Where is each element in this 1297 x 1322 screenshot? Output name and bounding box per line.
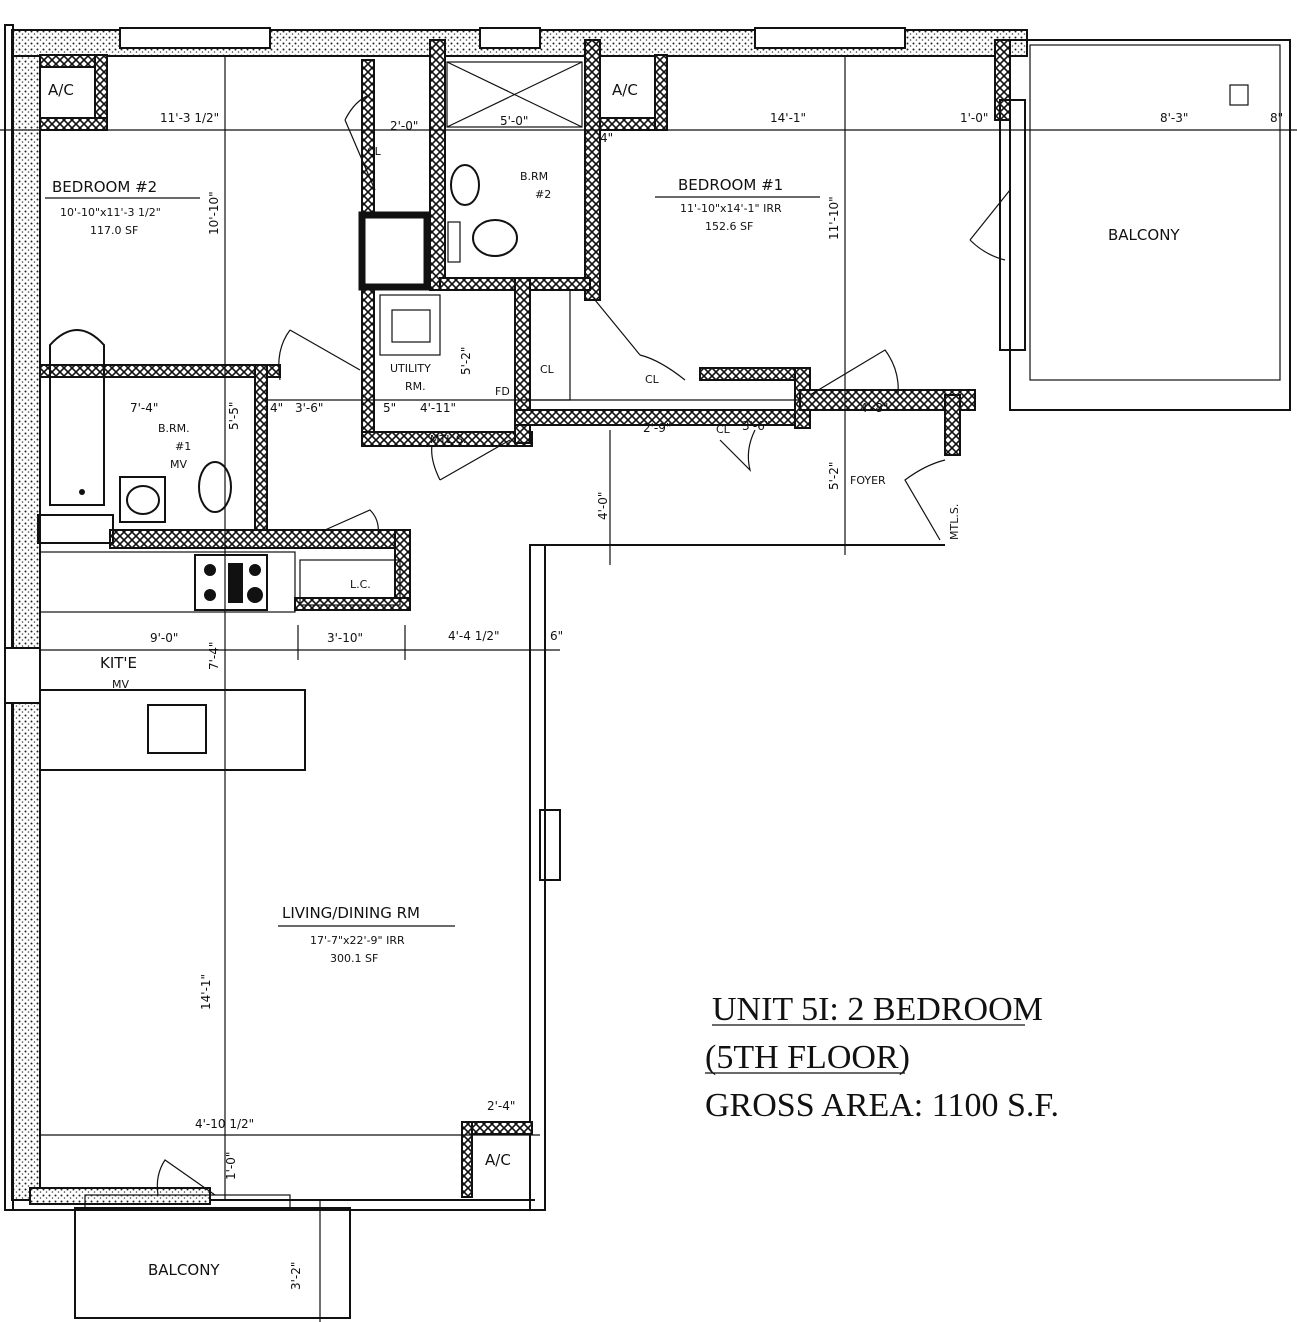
interior-walls [39, 39, 1011, 1198]
utility-sub: RM. [405, 380, 426, 393]
exterior-walls [4, 24, 1028, 1211]
foyer-label: FOYER [850, 474, 886, 487]
dimension: 5'-2" [827, 462, 841, 490]
balcony-bottom-label: BALCONY [148, 1261, 220, 1279]
dimension: 3'-10" [327, 631, 363, 645]
ac-label: A/C [612, 81, 638, 99]
room-living-dining: LIVING/DINING RM 17'-7"x22'-9" IRR 300.1… [278, 904, 455, 965]
ac-label: A/C [48, 81, 74, 99]
kitchen-sub: MV [112, 678, 129, 691]
dimension: 14'-1" [199, 974, 213, 1010]
dimension: 2'-0" [390, 119, 418, 133]
dimension-labels: 11'-3 1/2" 2'-0" 5'-0" 14'-1" 1'-0" 8'-3… [130, 111, 1283, 1290]
bathroom-2-fixtures [379, 61, 583, 401]
metal-shelf-label: MTL.S. [948, 504, 961, 540]
door-swings [156, 94, 1011, 1196]
balcony-bottom [74, 1194, 351, 1319]
dimension: 4" [270, 401, 283, 415]
room-bedroom-2: BEDROOM #2 10'-10"x11'-3 1/2" 117.0 SF [45, 178, 200, 237]
bath-2-number: #2 [535, 188, 551, 201]
room-name: BEDROOM #2 [52, 178, 157, 196]
dimension: 2'-9" [643, 421, 671, 435]
bath-2-label: B.RM [520, 170, 548, 183]
room-area: 300.1 SF [330, 952, 378, 965]
bath-1-label: B.RM. [158, 422, 190, 435]
bath-1-sub: MV [170, 458, 187, 471]
dimension: 3'-6" [742, 419, 770, 433]
caption-area: GROSS AREA: 1100 S.F. [705, 1087, 1059, 1124]
linen-closet-label: L.C. [350, 578, 371, 591]
dimension: 1'-0" [960, 111, 988, 125]
kitchen-label: KIT'E [100, 654, 137, 672]
dimension: 11'-10" [827, 196, 841, 240]
room-bedroom-1: BEDROOM #1 11'-10"x14'-1" IRR 152.6 SF [655, 176, 820, 233]
room-area: 117.0 SF [90, 224, 138, 237]
dimension: 4'-11" [420, 401, 456, 415]
bathroom-1-fixtures [37, 329, 232, 544]
dimension: 11'-3 1/2" [160, 111, 219, 125]
caption-floor: (5TH FLOOR) [705, 1039, 910, 1076]
metal-shelf-label: MTL.S. [430, 433, 466, 446]
room-name: BEDROOM #1 [678, 176, 783, 194]
closet-label: CL [367, 145, 382, 158]
dimension: 4'-4 1/2" [448, 629, 500, 643]
dimension: 7'-4" [207, 642, 221, 670]
dimension: 2'-4" [487, 1099, 515, 1113]
dimension: 5'-2" [459, 347, 473, 375]
dimension: 5'-0" [500, 114, 528, 128]
dimension: 9'-0" [150, 631, 178, 645]
dimension: 8'-3" [1160, 111, 1188, 125]
dimension: 3'-6" [295, 401, 323, 415]
room-dims: 11'-10"x14'-1" IRR [680, 202, 782, 215]
kitchen-fixtures [39, 551, 401, 771]
dimension: 4'-0" [596, 492, 610, 520]
closet-label: CL [645, 373, 660, 386]
dimension-lines [0, 55, 1297, 1322]
bath-1-number: #1 [175, 440, 191, 453]
room-dims: 17'-7"x22'-9" IRR [310, 934, 405, 947]
dimension: 10'-10" [207, 191, 221, 235]
closet-label: CL [716, 423, 731, 436]
dimension: 8" [1270, 111, 1283, 125]
room-area: 152.6 SF [705, 220, 753, 233]
dimension: 1'-0" [224, 1152, 238, 1180]
balcony-right-label: BALCONY [1108, 226, 1180, 244]
room-dims: 10'-10"x11'-3 1/2" [60, 206, 161, 219]
dimension: 3'-2" [289, 1262, 303, 1290]
balcony-right [999, 39, 1291, 411]
dimension: 14'-1" [770, 111, 806, 125]
room-name: LIVING/DINING RM [282, 904, 420, 922]
dimension: 4'-10 1/2" [195, 1117, 254, 1131]
caption-unit: UNIT 5I: 2 BEDROOM [712, 991, 1043, 1028]
dimension: 7'-4" [130, 401, 158, 415]
dimension: 6" [550, 629, 563, 643]
dimension: 5" [383, 401, 396, 415]
unit-caption: UNIT 5I: 2 BEDROOM (5TH FLOOR) GROSS ARE… [705, 991, 1059, 1124]
dimension: 4'-8" [860, 401, 888, 415]
dimension: 5'-5" [227, 402, 241, 430]
floor-drain-label: FD [495, 385, 510, 398]
closet-label: CL [540, 363, 555, 376]
ac-label: A/C [485, 1151, 511, 1169]
utility-label: UTILITY [390, 362, 431, 375]
dimension: 4" [600, 131, 613, 145]
